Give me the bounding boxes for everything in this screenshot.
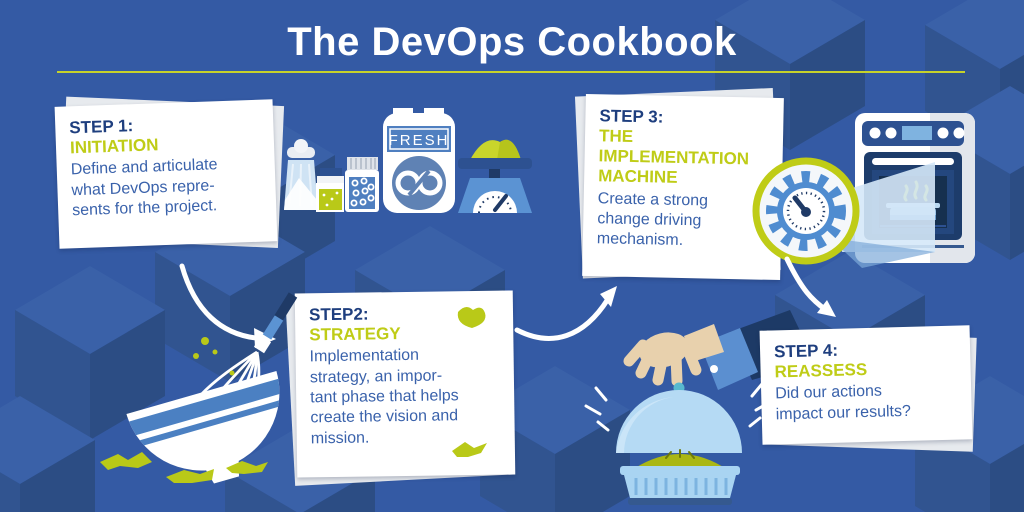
- step-4-name: REASSESS: [774, 360, 868, 382]
- step-2-card: STEP2: STRATEGY Implementation strategy,…: [285, 290, 516, 486]
- step-1-card-face: STEP 1: INITIATION Define and articulate…: [54, 99, 278, 249]
- step-4-description: Did our actions impact our results?: [774, 383, 912, 424]
- title-underline: [57, 71, 965, 73]
- step-2-name: STRATEGY: [309, 324, 401, 345]
- step-4-card-face: STEP 4: REASSESS Did our actions impact …: [759, 325, 973, 445]
- step-4-card: STEP 4: REASSESS Did our actions impact …: [759, 325, 977, 452]
- step-1-description: Define and articulate what DevOps repre-…: [70, 156, 218, 220]
- step-3-card: STEP 3: THE IMPLEMENTATION MACHINE Creat…: [574, 87, 784, 281]
- page-title: The DevOps Cookbook: [287, 20, 737, 64]
- step-2-card-face: STEP2: STRATEGY Implementation strategy,…: [294, 290, 516, 478]
- step-2-description: Implementation strategy, an impor- tant …: [309, 347, 459, 448]
- step-1-card: STEP 1: INITIATION Define and articulate…: [54, 96, 285, 249]
- step-3-description: Create a strong change driving mechanism…: [596, 189, 709, 250]
- step-2-label: STEP2:: [308, 304, 369, 325]
- step-3-name: THE IMPLEMENTATION MACHINE: [598, 126, 750, 188]
- step-3-card-face: STEP 3: THE IMPLEMENTATION MACHINE Creat…: [582, 93, 784, 281]
